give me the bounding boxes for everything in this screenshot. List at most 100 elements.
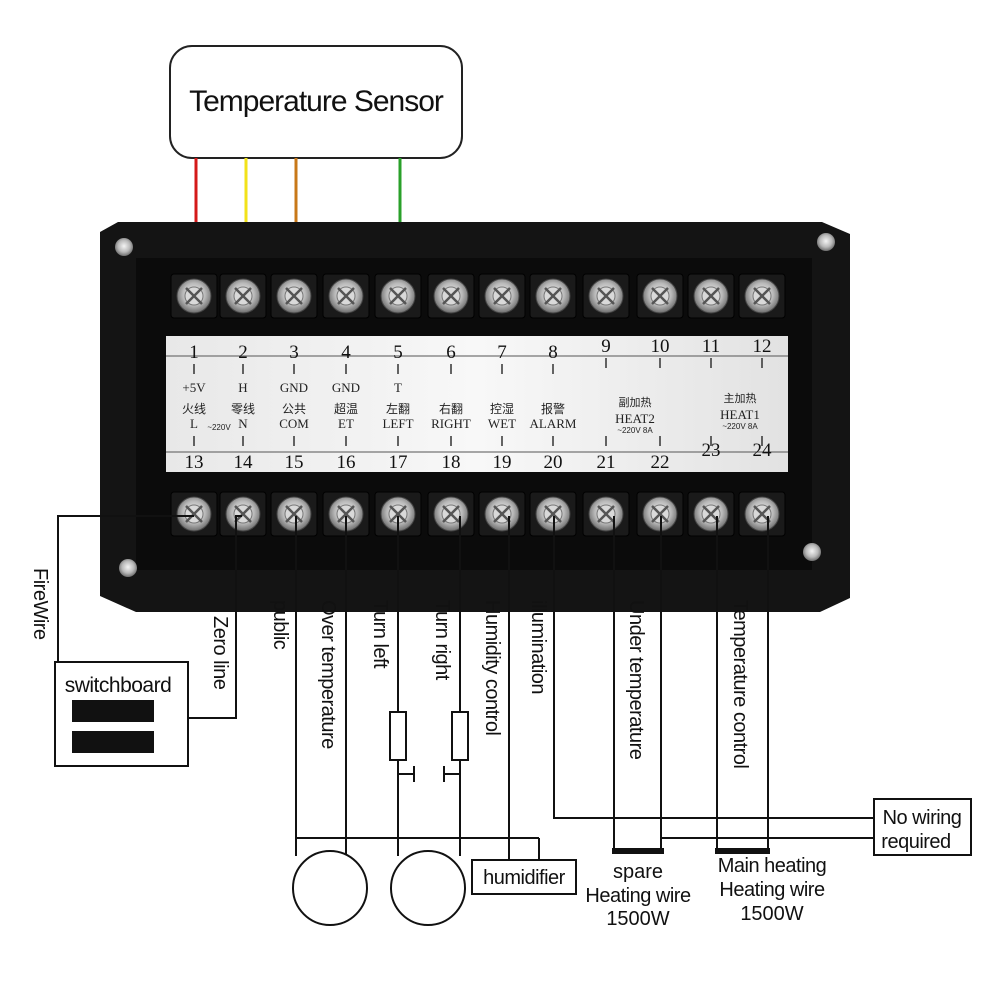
terminal-screw-bottom-24 bbox=[738, 491, 786, 537]
terminal-screw-top-8 bbox=[529, 273, 577, 319]
terminal-screw-top-5 bbox=[374, 273, 422, 319]
terminal-screw-bottom-17 bbox=[374, 491, 422, 537]
terminal-cn-18: 右翻 bbox=[439, 401, 463, 416]
heat1-rating: ~220V 8A bbox=[722, 422, 758, 431]
no-wiring-line2: required bbox=[881, 831, 950, 853]
terminal-number-24: 24 bbox=[753, 440, 773, 461]
terminal-screw-top-4 bbox=[322, 273, 370, 319]
no-wiring-line1: No wiring bbox=[883, 807, 962, 829]
terminal-screw-top-6 bbox=[427, 273, 475, 319]
sensor-label: Temperature Sensor bbox=[189, 85, 444, 118]
mount-screw-bottom-left bbox=[119, 559, 137, 577]
terminal-code-3: GND bbox=[280, 380, 308, 395]
motor-turn bbox=[390, 850, 466, 926]
voltage-label: ~220V bbox=[207, 423, 231, 432]
terminal-screw-top-9 bbox=[582, 273, 630, 319]
spare-heater-line3: 1500W bbox=[606, 908, 669, 930]
terminal-screw-top-11 bbox=[687, 273, 735, 319]
main-heater-caption: Main heating Heating wire 1500W bbox=[718, 855, 827, 925]
terminal-screw-bottom-21 bbox=[582, 491, 630, 537]
terminal-number-16: 16 bbox=[337, 452, 356, 473]
terminal-screw-bottom-20 bbox=[529, 491, 577, 537]
heat2-cn: 副加热 bbox=[619, 396, 652, 409]
terminal-number-14: 14 bbox=[234, 452, 254, 473]
terminal-screw-top-3 bbox=[270, 273, 318, 319]
temperature-sensor: Temperature Sensor bbox=[169, 45, 463, 159]
terminal-screws-top bbox=[170, 273, 786, 319]
spare-heater-line1: spare bbox=[613, 861, 663, 883]
wire-firewire bbox=[57, 515, 194, 662]
terminal-code-16: ET bbox=[338, 416, 354, 431]
label-illumination: illumination bbox=[527, 600, 549, 694]
main-heater-line1: Main heating bbox=[718, 855, 827, 877]
terminal-screw-bottom-22 bbox=[636, 491, 684, 537]
terminal-code-18: RIGHT bbox=[431, 416, 471, 431]
terminal-screw-bottom-14 bbox=[219, 491, 267, 537]
label-turn-right: Turn right bbox=[431, 600, 453, 681]
heat1-label: 主加热 HEAT1 ~220V 8A bbox=[720, 392, 760, 431]
terminal-number-3: 3 bbox=[289, 342, 299, 363]
terminal-number-17: 17 bbox=[389, 452, 408, 473]
terminal-number-21: 21 bbox=[597, 452, 616, 473]
terminal-cn-14: 零线 bbox=[231, 402, 255, 416]
terminal-screw-top-10 bbox=[636, 273, 684, 319]
terminal-cn-17: 左翻 bbox=[386, 401, 410, 416]
terminal-screw-top-1 bbox=[170, 273, 218, 319]
vertical-wire-labels: FireWire Zero line public Over temperatu… bbox=[29, 568, 751, 768]
terminal-cn-20: 报警 bbox=[541, 401, 565, 416]
terminal-cn-13: 火线 bbox=[182, 402, 206, 416]
terminal-number-22: 22 bbox=[651, 452, 670, 473]
main-heater-line2: Heating wire bbox=[719, 879, 825, 901]
heat1-code: HEAT1 bbox=[720, 407, 760, 422]
terminal-number-7: 7 bbox=[497, 342, 507, 363]
terminal-code-15: COM bbox=[279, 416, 309, 431]
terminal-number-9: 9 bbox=[601, 336, 611, 357]
terminal-number-18: 18 bbox=[442, 452, 461, 473]
terminal-number-2: 2 bbox=[238, 342, 248, 363]
terminal-code-4: GND bbox=[332, 380, 360, 395]
terminal-cn-16: 超温 bbox=[334, 401, 358, 416]
humidifier-label: humidifier bbox=[483, 867, 566, 889]
switchboard: switchboard bbox=[54, 661, 189, 767]
label-firewire: FireWire bbox=[29, 568, 51, 640]
terminal-screw-bottom-16 bbox=[322, 491, 370, 537]
label-public: public bbox=[269, 600, 291, 650]
terminal-screw-bottom-18 bbox=[427, 491, 475, 537]
turn-right-coil bbox=[451, 711, 469, 761]
terminal-screw-top-7 bbox=[478, 273, 526, 319]
main-heater-line3: 1500W bbox=[740, 903, 803, 925]
terminal-number-15: 15 bbox=[285, 452, 304, 473]
terminal-number-8: 8 bbox=[548, 342, 558, 363]
heat2-rating: ~220V 8A bbox=[617, 426, 653, 435]
spare-heater-line2: Heating wire bbox=[585, 885, 691, 907]
label-over-temperature: Over temperature bbox=[317, 600, 339, 749]
terminal-number-13: 13 bbox=[185, 452, 204, 473]
label-temperature-control: Temperature control bbox=[729, 600, 751, 768]
mount-screw-top-right bbox=[817, 233, 835, 251]
terminal-screws-bottom bbox=[170, 491, 786, 537]
terminal-label-strip bbox=[166, 336, 788, 472]
terminal-code-5: T bbox=[394, 380, 402, 395]
terminal-screw-bottom-23 bbox=[687, 491, 735, 537]
terminal-screw-bottom-13 bbox=[170, 491, 218, 537]
terminal-number-10: 10 bbox=[651, 336, 670, 357]
turn-left-coil bbox=[389, 711, 407, 761]
terminal-code-20: ALARM bbox=[530, 416, 577, 431]
switchboard-slot-2 bbox=[72, 731, 154, 753]
terminal-code-14: N bbox=[238, 416, 248, 431]
terminal-number-5: 5 bbox=[393, 342, 403, 363]
turn-switches bbox=[389, 711, 469, 782]
terminal-cn-15: 公共 bbox=[282, 402, 306, 416]
wire-zero-line bbox=[188, 515, 242, 719]
terminal-number-23: 23 bbox=[702, 440, 721, 461]
switchboard-slot-1 bbox=[72, 700, 154, 722]
label-under-temperature: Under temperature bbox=[625, 600, 647, 760]
terminal-labels-bottom: 13火线L14零线N15公共COM16超温ET17左翻LEFT18右翻RIGHT… bbox=[182, 401, 772, 473]
terminal-number-11: 11 bbox=[702, 336, 720, 357]
terminal-screw-bottom-19 bbox=[478, 491, 526, 537]
humidifier: humidifier bbox=[471, 859, 577, 895]
main-heater-bar bbox=[715, 848, 770, 854]
spare-heater-bar bbox=[612, 848, 664, 854]
mount-screw-bottom-right bbox=[803, 543, 821, 561]
